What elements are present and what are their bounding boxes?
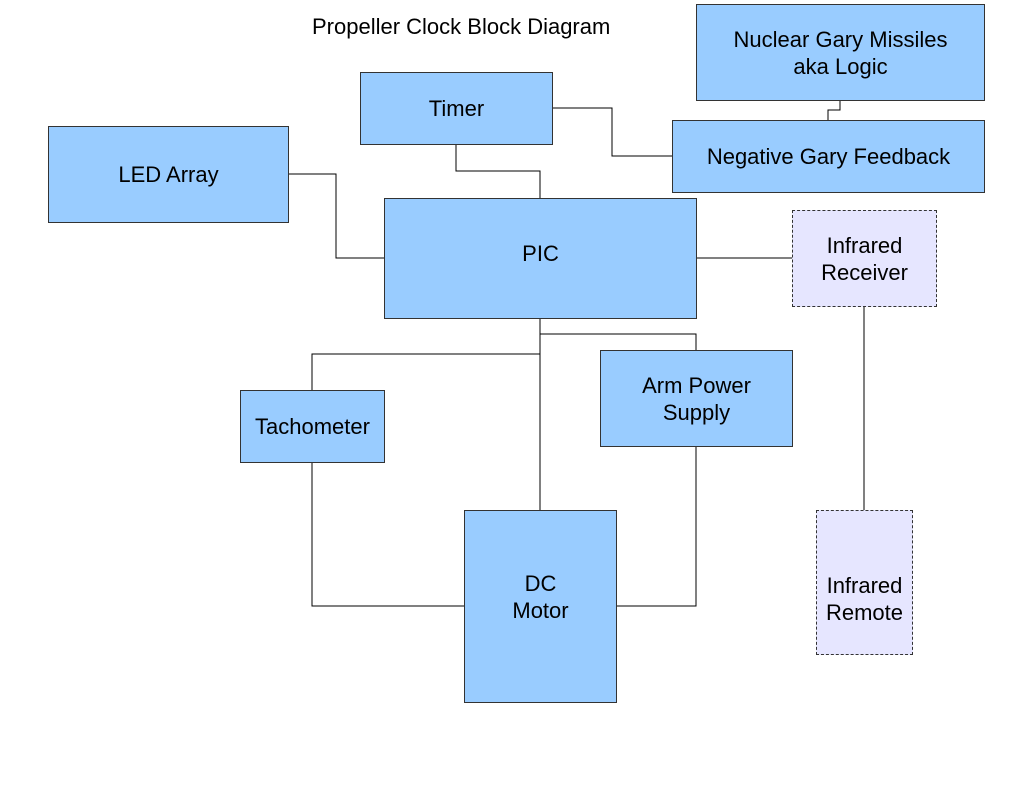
arm-power-supply-block: Arm Power Supply (600, 350, 793, 447)
dc-motor-block: DC Motor (464, 510, 617, 703)
connector-nuclear-feedback (827, 100, 841, 120)
connector-timer-pic (455, 144, 541, 198)
led-array-block: LED Array (48, 126, 289, 223)
connector-pic-armpower (539, 318, 697, 350)
connector-timer-feedback (552, 107, 672, 157)
timer-block: Timer (360, 72, 553, 145)
connector-led-pic (288, 173, 384, 259)
pic-block: PIC (384, 198, 697, 319)
connector-pic-tachometer (311, 318, 541, 390)
connector-armpower-motor (616, 446, 697, 607)
negative-feedback-block: Negative Gary Feedback (672, 120, 985, 193)
infrared-receiver-block: Infrared Receiver (792, 210, 937, 307)
diagram-title: Propeller Clock Block Diagram (312, 14, 611, 39)
connector-tachometer-motor (311, 462, 464, 607)
infrared-remote-block: Infrared Remote (816, 510, 913, 655)
tachometer-block: Tachometer (240, 390, 385, 463)
nuclear-logic-block: Nuclear Gary Missiles aka Logic (696, 4, 985, 101)
